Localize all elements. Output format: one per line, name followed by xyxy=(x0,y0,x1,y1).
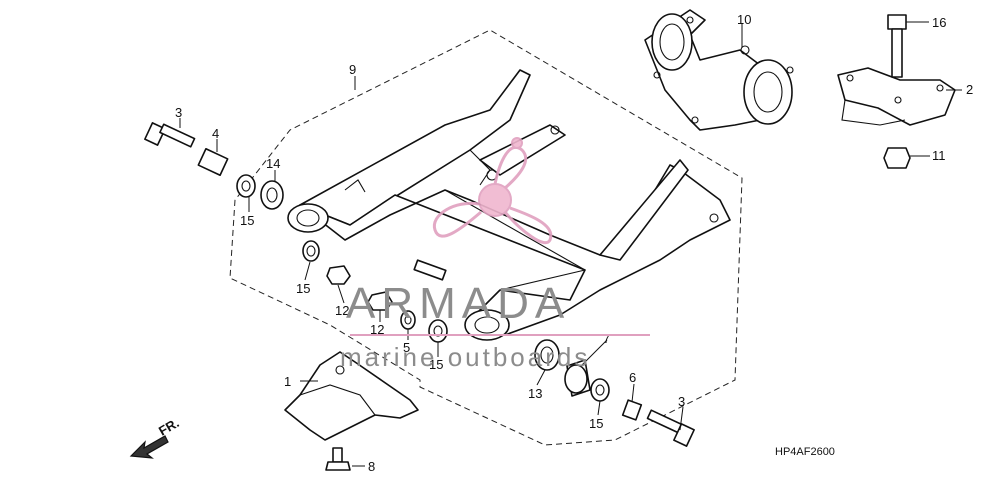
callout-3-left: 3 xyxy=(175,105,182,120)
callout-1: 1 xyxy=(284,374,291,389)
bushing-14 xyxy=(260,180,284,210)
assembly-boundary xyxy=(229,29,743,446)
bolt-16 xyxy=(887,14,907,78)
bushing-7 xyxy=(564,359,591,397)
seal-15 xyxy=(236,174,610,402)
diagram-code: HP4AF2600 xyxy=(775,446,835,458)
bearing-13 xyxy=(534,339,560,371)
callout-12-a: 12 xyxy=(335,303,349,318)
callout-12-b: 12 xyxy=(370,322,384,337)
skid-plate xyxy=(284,351,419,441)
callout-9: 10 xyxy=(737,12,751,27)
callout-11: 11 xyxy=(932,148,946,163)
callout-15-c: 15 xyxy=(429,357,443,372)
flange-bolt-10 xyxy=(325,447,351,471)
direction-label: FR. xyxy=(156,415,182,438)
callout-10: 8 xyxy=(368,459,375,474)
callout-15-a: 15 xyxy=(240,213,254,228)
nut-12 xyxy=(326,265,393,311)
callout-6: 6 xyxy=(629,370,636,385)
callout-4: 4 xyxy=(212,126,219,141)
callout-15-d: 15 xyxy=(589,416,603,431)
callout-5: 5 xyxy=(403,340,410,355)
callout-16: 16 xyxy=(932,15,946,30)
bracket-plate xyxy=(837,67,956,126)
callout-3-right: 3 xyxy=(678,394,685,409)
callout-14: 14 xyxy=(266,156,280,171)
watermark-tagline: marine outboards xyxy=(340,342,590,372)
bolt-3-left xyxy=(144,122,196,148)
callout-13: 13 xyxy=(528,386,542,401)
bearing-holder xyxy=(644,9,794,131)
callout-labels: 10 16 2 11 9 3 4 14 15 15 12 12 5 15 7 1… xyxy=(175,12,973,474)
callout-15-b: 15 xyxy=(296,281,310,296)
callout-7: 7 xyxy=(603,331,610,346)
watermark-brand: ARMADA xyxy=(346,279,570,328)
collar-6 xyxy=(621,399,643,421)
armada-logo-watermark xyxy=(432,137,553,245)
collar-4 xyxy=(197,147,229,177)
leader-lines xyxy=(179,21,962,467)
callout-8: 9 xyxy=(349,62,356,77)
nut-11 xyxy=(883,147,911,169)
callout-2: 2 xyxy=(966,82,973,97)
front-direction-arrow xyxy=(129,435,169,459)
bolt-3-right xyxy=(646,409,695,447)
